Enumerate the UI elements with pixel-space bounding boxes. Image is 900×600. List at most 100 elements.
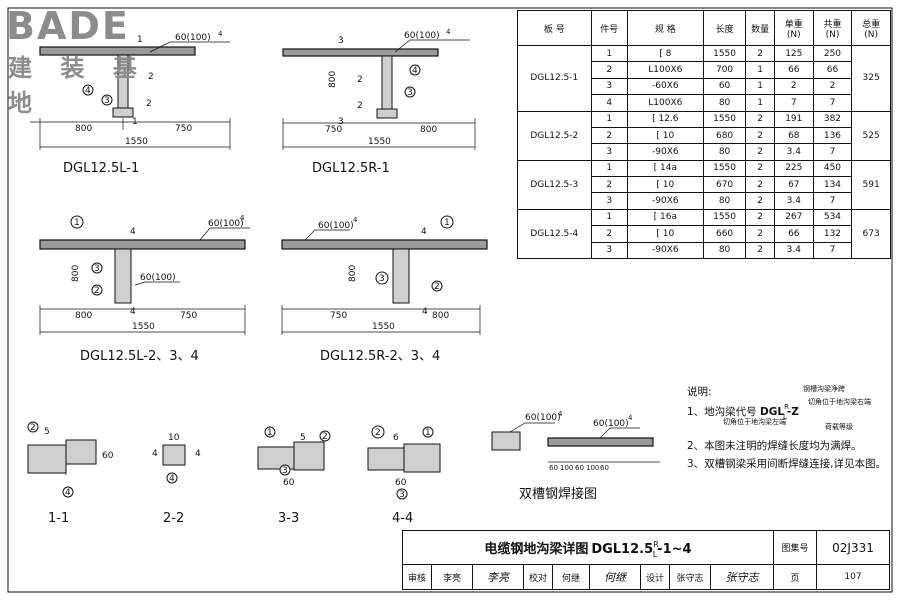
callout-1: 1 bbox=[425, 428, 431, 438]
table-cell: 136 bbox=[812, 126, 853, 145]
title-sup: R bbox=[653, 540, 659, 549]
table-cell: 2 bbox=[590, 175, 628, 194]
table-cell: [ 12.6 bbox=[626, 110, 704, 128]
table-cell: 2 bbox=[590, 61, 628, 79]
callout-circle-3 bbox=[91, 262, 103, 274]
top-channel bbox=[39, 239, 246, 250]
weld-size-2: 4 bbox=[152, 449, 158, 459]
table-cell: -90X6 bbox=[626, 241, 704, 259]
double-channel-elevation bbox=[547, 437, 654, 447]
table-cell: 80 bbox=[702, 192, 747, 210]
table-cell: -90X6 bbox=[626, 143, 704, 161]
section-angle bbox=[293, 441, 325, 471]
weld-sup: 4 bbox=[446, 28, 451, 36]
callout-circle-1 bbox=[264, 426, 276, 438]
page-number: 107 bbox=[816, 564, 890, 590]
table-cell: L100X6 bbox=[626, 61, 704, 79]
table-cell: 1550 bbox=[702, 44, 747, 63]
table-cell: 2 bbox=[745, 143, 775, 161]
total-weight-cell: 525 bbox=[851, 110, 891, 161]
view-dgl-r1: 750 800 1550 3 3 60(100) 4 2 2 800 4 3 D… bbox=[282, 28, 476, 176]
dim-seg: 100 bbox=[560, 464, 573, 472]
callout-circle-1 bbox=[422, 426, 434, 438]
table-cell: -90X6 bbox=[626, 192, 704, 210]
view-dgl-l234: 800 750 1550 4 4 1 60(100) 4 60(100) 800… bbox=[39, 214, 250, 364]
board-number-cell: DGL12.5-3 bbox=[517, 159, 592, 210]
weld-symbol: 60(100) bbox=[525, 413, 561, 423]
checker-signature: 何继 bbox=[589, 564, 641, 590]
weld-symbol: 60(100) bbox=[175, 33, 211, 43]
callout-circle-2 bbox=[319, 430, 331, 442]
sec-mark: 4 bbox=[130, 307, 136, 317]
callout-circle-2 bbox=[27, 421, 39, 433]
col-board-no: 板 号 bbox=[517, 10, 592, 46]
table-cell: 1 bbox=[590, 110, 628, 128]
callout-circle-4 bbox=[409, 64, 421, 76]
table-cell: 68 bbox=[773, 126, 814, 145]
table-cell: 3.4 bbox=[773, 192, 814, 210]
dim-60: 60 bbox=[283, 478, 295, 488]
col-spec: 规 格 bbox=[626, 10, 704, 46]
callout-1: 1 bbox=[74, 218, 80, 228]
table-cell: 2 bbox=[745, 126, 775, 145]
weld-symbol-2: 60(100) bbox=[140, 273, 176, 283]
section-1-1: 2 5 60 4 1-1 bbox=[27, 421, 114, 526]
weld-size: 5 bbox=[300, 433, 306, 443]
sheet-border bbox=[7, 7, 893, 593]
table-cell: 2 bbox=[745, 110, 775, 128]
atlas-label: 图集号 bbox=[773, 530, 817, 565]
table-cell: [ 16a bbox=[626, 208, 704, 227]
table-cell: [ 10 bbox=[626, 225, 704, 243]
section-body bbox=[367, 447, 405, 471]
designer: 张守志 bbox=[669, 564, 711, 590]
table-cell: 1 bbox=[745, 61, 775, 79]
section-4-4: 2 6 1 60 3 4-4 bbox=[367, 425, 441, 526]
dim-seg: 60 bbox=[600, 464, 609, 472]
callout-circle-3 bbox=[404, 86, 416, 98]
title-cell: 电缆钢地沟梁详图 DGL12.5RL-1~4 bbox=[402, 530, 774, 565]
weld-sup: 4 bbox=[353, 216, 358, 224]
table-cell: 2 bbox=[745, 241, 775, 259]
table-cell: 2 bbox=[812, 77, 853, 96]
table-cell: 60 bbox=[702, 77, 747, 96]
weld-leader-2 bbox=[599, 427, 640, 439]
callout-circle-3 bbox=[396, 488, 408, 500]
section-body bbox=[257, 446, 295, 470]
table-cell: 534 bbox=[812, 208, 853, 227]
watermark-en: BADE bbox=[6, 4, 130, 48]
callout-circle-3 bbox=[375, 271, 389, 285]
weld-leader bbox=[199, 227, 250, 241]
note-2: 2、本图未注明的焊缝长度均为满焊。 bbox=[687, 440, 862, 452]
table-cell: 2 bbox=[745, 208, 775, 227]
table-cell: 382 bbox=[812, 110, 853, 128]
table-cell: [ 10 bbox=[626, 175, 704, 194]
callout-circle-4 bbox=[82, 84, 94, 96]
notes-heading: 说明: bbox=[687, 386, 712, 398]
weld-symbol: 60(100) bbox=[404, 31, 440, 41]
callout-4: 4 bbox=[169, 474, 175, 484]
dim-1550: 1550 bbox=[372, 322, 395, 332]
col-length: 长度 bbox=[702, 10, 747, 46]
table-cell: 191 bbox=[773, 110, 814, 128]
end-plate bbox=[112, 107, 134, 118]
reviewer: 李亮 bbox=[431, 564, 473, 590]
dim-1550: 1550 bbox=[132, 322, 155, 332]
callout-2: 2 bbox=[375, 428, 381, 438]
weld-size-3: 4 bbox=[195, 449, 201, 459]
table-cell: 2 bbox=[590, 126, 628, 145]
weld-sup: 4 bbox=[218, 30, 223, 38]
watermark-cn: 建 装 基 地 bbox=[8, 54, 147, 117]
callout-1: 1 bbox=[444, 218, 450, 228]
table-cell: 132 bbox=[812, 225, 853, 243]
weld-symbol-2: 60(100) bbox=[593, 419, 629, 429]
drawing-title: 电缆钢地沟梁详图 bbox=[484, 542, 589, 557]
callout-circle-1 bbox=[70, 215, 84, 229]
table-cell: [ 14a bbox=[626, 159, 704, 178]
table-cell: [ 10 bbox=[626, 126, 704, 145]
callout-2: 2 bbox=[357, 75, 363, 85]
code-sub: L bbox=[782, 413, 787, 421]
web-channel bbox=[392, 248, 410, 304]
weld-size: 6 bbox=[393, 433, 399, 443]
board-number-cell: DGL12.5-2 bbox=[517, 110, 592, 161]
